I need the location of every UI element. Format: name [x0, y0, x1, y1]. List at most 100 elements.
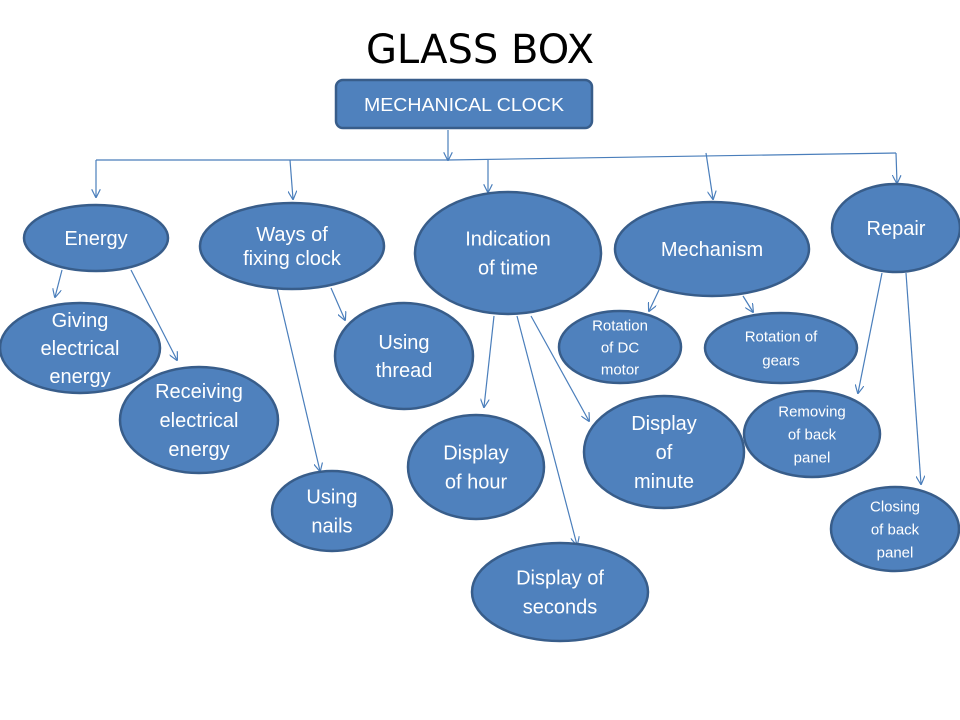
thread-label: Using thread [376, 332, 433, 382]
dcmotor-ellipse [557, 309, 683, 385]
dcmotor-label-line: of DC [601, 339, 640, 356]
energy-label: Energy [64, 228, 127, 250]
giving-label-line: energy [49, 366, 110, 388]
thread-ellipse [333, 301, 475, 411]
nails-ellipse [270, 469, 394, 553]
node-mechanism: Mechanism [613, 200, 811, 298]
seconds-label-line: seconds [523, 597, 598, 619]
node-hour: Display of hour [406, 413, 546, 521]
seconds-label-line: Display of [516, 568, 604, 590]
connector-mechanism-dcmotor [649, 289, 660, 311]
seconds-label: Display of seconds [516, 568, 604, 619]
diagram-title: GLASS BOX [366, 27, 594, 73]
hour-ellipse [406, 413, 546, 521]
energy-ellipse [22, 203, 170, 273]
minute-label-line: Display [631, 413, 697, 435]
giving-label: Giving electrical energy [41, 310, 120, 388]
dcmotor-label-line: motor [601, 361, 639, 378]
node-removing: Removing of back panel [742, 389, 882, 479]
energy-label-line: Energy [64, 228, 127, 250]
closing-ellipse [829, 485, 960, 573]
connector-energy-giving [55, 269, 63, 297]
connector-mechanism-gears [742, 295, 753, 312]
hour-label: Display of hour [443, 443, 509, 494]
removing-label-line: of back [788, 426, 837, 443]
mechanism-label-line: Mechanism [661, 239, 763, 261]
node-gears: Rotation of gears [703, 311, 859, 385]
minute-label: Display of minute [631, 413, 697, 493]
connector-bus-right [447, 152, 897, 161]
connector-ways-thread [330, 287, 345, 320]
thread-label-line: Using [378, 332, 429, 354]
receiving-label: Receiving electrical energy [155, 381, 243, 461]
minute-label-line: minute [634, 471, 694, 493]
giving-ellipse [0, 301, 162, 395]
dcmotor-label: Rotation of DC motor [592, 317, 648, 378]
hour-label-line: of hour [445, 472, 508, 494]
removing-ellipse [742, 389, 882, 479]
indication-ellipse [413, 190, 603, 316]
thread-label-line: thread [376, 360, 433, 382]
indication-label-line: Indication [465, 229, 551, 251]
repair-label: Repair [867, 218, 926, 240]
node-nails: Using nails [270, 469, 394, 553]
closing-label-line: Closing [870, 498, 920, 515]
node-dcmotor: Rotation of DC motor [557, 309, 683, 385]
receiving-label-line: Receiving [155, 381, 243, 403]
seconds-ellipse [470, 541, 650, 643]
connector-to-ways [290, 159, 293, 199]
mechanism-ellipse [613, 200, 811, 298]
node-repair: Repair [830, 182, 960, 274]
receiving-label-line: energy [168, 439, 229, 461]
node-energy: Energy [22, 203, 170, 273]
gears-ellipse [703, 311, 859, 385]
connector-to-repair [896, 152, 897, 183]
connector-indication-minute [530, 315, 589, 421]
removing-label-line: Removing [778, 403, 846, 420]
node-seconds: Display of seconds [470, 541, 650, 643]
nails-label-line: nails [311, 516, 352, 538]
dcmotor-label-line: Rotation [592, 317, 648, 334]
repair-ellipse [830, 182, 960, 274]
gears-label-line: Rotation of [745, 328, 818, 345]
hour-label-line: Display [443, 443, 509, 465]
connector-repair-closing [905, 272, 921, 484]
ways-label-line: fixing clock [243, 248, 342, 270]
connector-to-mechanism [705, 152, 713, 199]
node-receiving: Receiving electrical energy [118, 365, 280, 475]
connectors [55, 130, 921, 545]
receiving-label-line: electrical [160, 410, 239, 432]
gears-label: Rotation of gears [745, 328, 818, 369]
closing-label-line: of back [871, 521, 920, 538]
connector-energy-receiving [130, 269, 177, 360]
ways-ellipse [198, 201, 386, 291]
mechanical-clock-label: MECHANICAL CLOCK [364, 95, 564, 115]
mechanism-label: Mechanism [661, 239, 763, 261]
giving-label-line: electrical [41, 338, 120, 360]
node-thread: Using thread [333, 301, 475, 411]
minute-label-line: of [656, 442, 673, 464]
node-mechanical-clock: MECHANICAL CLOCK [334, 78, 594, 130]
repair-label-line: Repair [867, 218, 926, 240]
connector-indication-hour [484, 315, 495, 407]
connector-indication-seconds [516, 315, 577, 545]
removing-label-line: panel [794, 449, 831, 466]
node-minute: Display of minute [582, 394, 746, 510]
gears-label-line: gears [762, 352, 800, 369]
giving-label-line: Giving [52, 310, 109, 332]
node-giving: Giving electrical energy [0, 301, 162, 395]
nails-label-line: Using [306, 487, 357, 509]
nails-label: Using nails [306, 487, 357, 538]
connector-ways-nails [276, 287, 320, 471]
removing-label: Removing of back panel [778, 403, 846, 466]
receiving-ellipse [118, 365, 280, 475]
ways-label-line: Ways of [256, 224, 328, 246]
